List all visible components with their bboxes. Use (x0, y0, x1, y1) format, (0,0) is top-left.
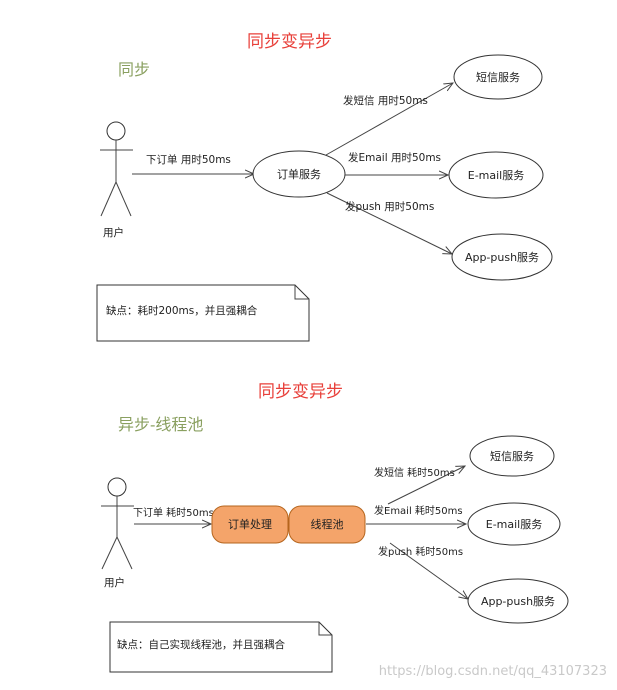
top-sms-arrow (325, 83, 453, 156)
bottom-user-label: 用户 (104, 576, 125, 589)
top-sms-service-node (453, 54, 543, 100)
top-user-actor-icon (100, 121, 133, 217)
bottom-push-arrow (389, 542, 468, 599)
top-push-arrow (326, 192, 452, 254)
top-order-service-label: 订单服务 (277, 168, 321, 181)
bottom-sms-edge-label: 发短信 耗时50ms (374, 466, 455, 479)
bottom-order-process-node (211, 505, 289, 544)
bottom-sms-service-node (469, 435, 555, 477)
top-email-service-label: E-mail服务 (468, 169, 525, 182)
bottom-subtitle: 异步-线程池 (118, 415, 203, 434)
top-subtitle: 同步 (118, 60, 150, 79)
top-sms-service-label: 短信服务 (476, 70, 520, 84)
watermark-text: https://blog.csdn.net/qq_43107323 (379, 664, 607, 679)
bottom-title: 同步变异步 (258, 382, 343, 402)
bottom-push-service-label: App-push服务 (481, 595, 555, 608)
bottom-thread-pool-label: 线程池 (311, 517, 344, 531)
bottom-email-edge-label: 发Email 耗时50ms (374, 504, 463, 517)
bottom-sms-service-label: 短信服务 (490, 449, 534, 463)
top-note (96, 284, 310, 342)
bottom-order-process-label: 订单处理 (228, 518, 272, 531)
bottom-thread-pool-node (288, 505, 366, 544)
top-order-edge-label: 下订单 用时50ms (146, 154, 231, 166)
bottom-push-edge-label: 发push 耗时50ms (378, 545, 463, 558)
bottom-push-service-node (467, 578, 569, 624)
top-push-service-node (451, 233, 553, 281)
top-email-edge-label: 发Email 用时50ms (348, 151, 441, 164)
bottom-sms-arrow (387, 466, 465, 505)
bottom-email-service-label: E-mail服务 (486, 518, 543, 531)
top-note-text: 缺点：耗时200ms，并且强耦合 (106, 304, 258, 317)
top-section: 同步变异步 同步 用户 下订单 用时50ms 订单服务 发短信 用时50ms 发… (96, 32, 553, 342)
top-push-edge-label: 发push 用时50ms (345, 200, 434, 213)
bottom-note (109, 621, 333, 673)
bottom-user-actor-icon (101, 477, 134, 570)
bottom-note-text: 缺点：自己实现线程池，并且强耦合 (117, 638, 285, 651)
bottom-email-service-node (467, 502, 561, 546)
top-order-service-node (252, 150, 346, 198)
top-sms-edge-label: 发短信 用时50ms (343, 94, 428, 107)
bottom-order-edge-label: 下订单 耗时50ms (133, 507, 214, 519)
top-push-service-label: App-push服务 (465, 251, 539, 264)
top-user-label: 用户 (103, 226, 124, 239)
bottom-section: 同步变异步 异步-线程池 用户 下订单 耗时50ms 订单处理 线程池 发短信 … (101, 382, 569, 673)
top-email-service-node (448, 151, 544, 199)
top-title: 同步变异步 (247, 32, 332, 52)
